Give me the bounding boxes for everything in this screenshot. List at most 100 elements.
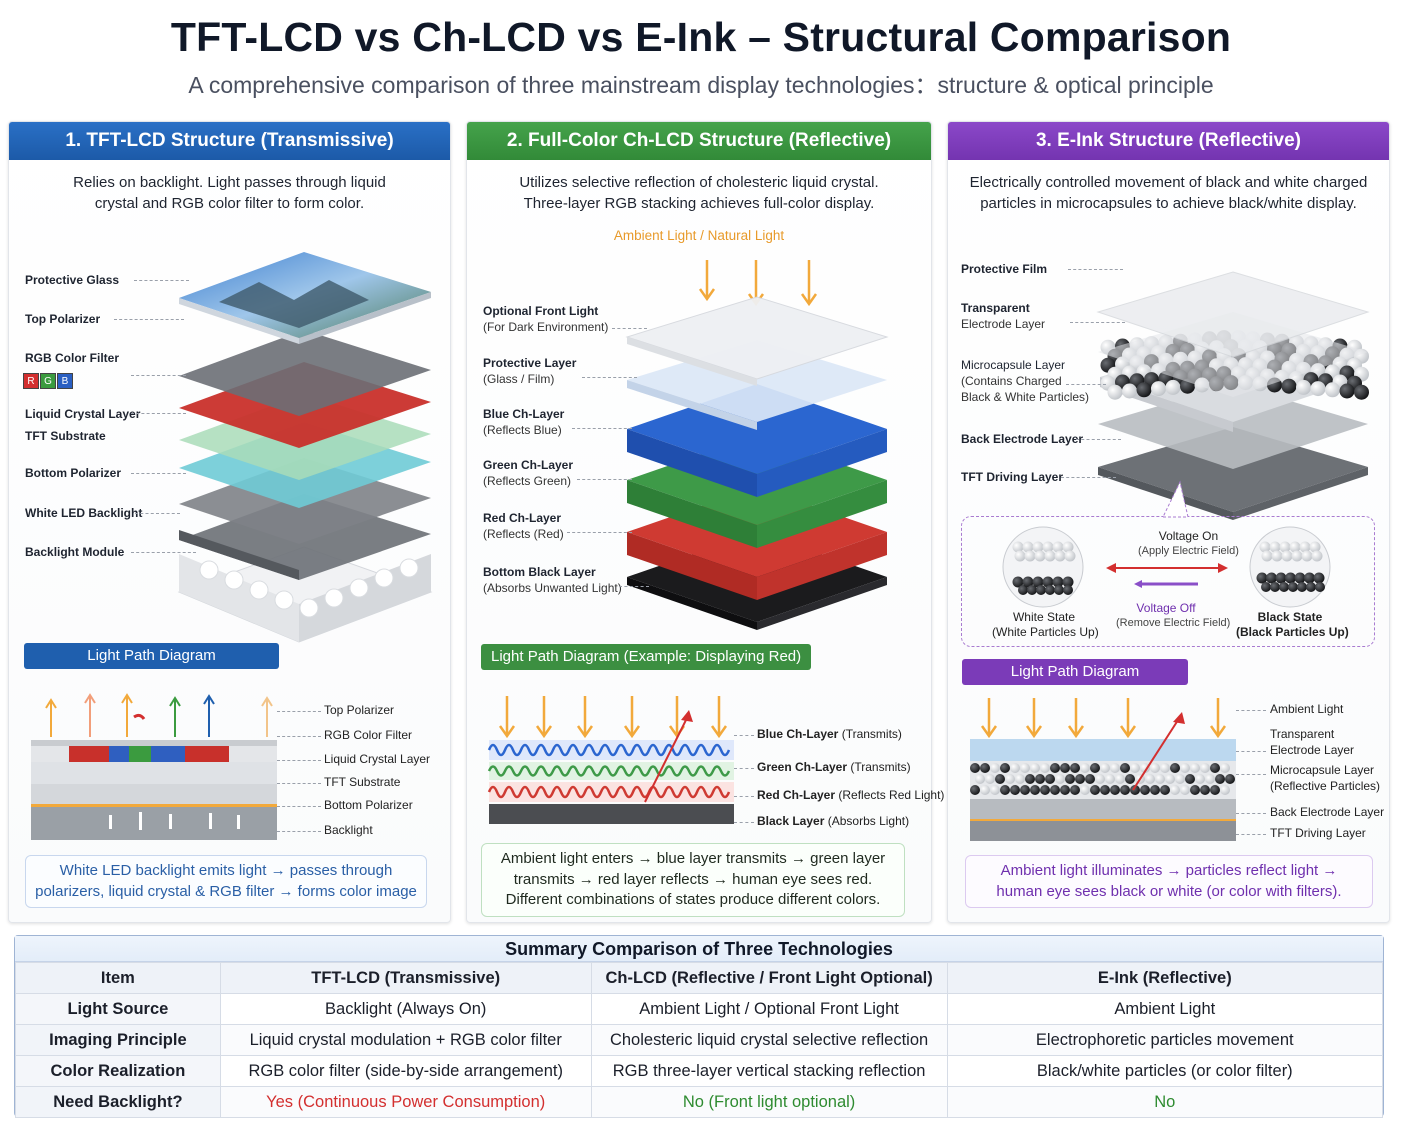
col-header: TFT-LCD (Transmissive) [219,962,592,994]
table-row: Light Source Backlight (Always On) Ambie… [15,993,1384,1025]
tft-dlabel-liquid-crystal: Liquid Crystal Layer [324,752,431,766]
label-tft-substrate: TFT Substrate [25,429,106,443]
tft-lcd-panel: 1. TFT-LCD Structure (Transmissive) Reli… [8,121,451,923]
table-cell: Electrophoretic particles movement [946,1024,1384,1056]
tft-summary-note: White LED backlight emits light → passes… [25,855,427,908]
rgb-chips: R G B [23,373,73,389]
leader-line [1066,384,1106,385]
ambient-light-label: Ambient Light / Natural Light [613,228,785,243]
particle [1107,384,1123,400]
label-red-ch-layer: Red Ch-Layer (Reflects (Red) [483,511,564,541]
leader-line [612,328,647,329]
ch-lcd-layer-stack [625,260,889,630]
leader-line [1236,751,1266,752]
table-header-row: Item TFT-LCD (Transmissive) Ch-LCD (Refl… [15,962,1384,994]
eink-dlabel-ambient: Ambient Light [1270,702,1344,716]
table-cell: Cholesteric liquid crystal selective ref… [590,1024,948,1056]
table-row: Need Backlight? Yes (Continuous Power Co… [15,1086,1384,1118]
label-protective-layer: Protective Layer (Glass / Film) [483,356,577,386]
leader-line [135,513,180,514]
label-rgb-color-filter: RGB Color Filter [25,351,120,365]
table-cell: RGB three-layer vertical stacking reflec… [590,1055,948,1087]
tft-dlabel-rgb-color-filter: RGB Color Filter [324,728,413,742]
table-cell: Black/white particles (or color filter) [946,1055,1384,1087]
leader-line [1236,813,1266,814]
col-header: E-Ink (Reflective) [946,962,1384,994]
eink-dlabel-back-electrode: Back Electrode Layer [1270,805,1385,819]
summary-table: Item TFT-LCD (Transmissive) Ch-LCD (Refl… [15,962,1384,1118]
leader-line [131,375,186,376]
leader-line [1061,477,1116,478]
label-microcapsule-layer: Microcapsule Layer (Contains Charged Bla… [961,358,1090,404]
ch-lcd-description: Utilizes selective reflection of cholest… [519,174,879,212]
leader-line [277,806,321,807]
label-optional-front-light: Optional Front Light (For Dark Environme… [483,304,609,334]
leader-line [131,473,186,474]
particle [1354,384,1369,400]
particle [1151,381,1166,397]
leader-line [131,552,196,553]
leader-line [1076,439,1121,440]
e-ink-description: Electrically controlled movement of blac… [969,174,1368,212]
leader-line [277,711,321,712]
label-protective-film: Protective Film [961,262,1048,276]
tft-dlabel-bottom-polarizer: Bottom Polarizer [324,798,413,812]
eink-dlabel-transparent: Transparent [1270,727,1335,741]
leader-line [277,736,321,737]
label-protective-glass: Protective Glass [25,273,120,287]
particle [1122,383,1137,399]
col-header: Ch-LCD (Reflective / Front Light Optiona… [590,962,948,994]
leader-line [567,532,632,533]
e-ink-heading: 3. E-Ink Structure (Reflective) [948,122,1389,160]
eink-dlabel-reflective: (Reflective Particles) [1270,779,1381,793]
voltage-off-label: Voltage Off (Remove Electric Field) [1116,601,1231,629]
eink-dlabel-electrode: Electrode Layer [1270,743,1355,757]
table-cell: Ambient Light [946,993,1384,1025]
leader-line [134,280,189,281]
label-blue-ch-layer: Blue Ch-Layer (Reflects Blue) [483,407,565,437]
ch-lcd-heading: 2. Full-Color Ch-LCD Structure (Reflecti… [467,122,931,160]
leader-line [1070,322,1125,323]
leader-line [1068,269,1123,270]
tft-lcd-layer-stack [177,252,433,643]
g-chip: G [40,373,56,389]
ch-dlabel-black: Black Layer (Absorbs Light) [757,814,910,828]
page-title: TFT-LCD vs Ch-LCD vs E-Ink – Structural … [170,14,1232,60]
summary-comparison: Summary Comparison of Three Technologies… [14,935,1384,1118]
leader-line [734,822,754,823]
table-cell: No (Front light optional) [590,1086,948,1118]
table-cell: Yes (Continuous Power Consumption) [219,1086,592,1118]
label-transparent-electrode: Transparent Electrode Layer [961,301,1046,331]
particle [1310,381,1326,397]
black-state-label: Black State (Black Particles Up) [1236,610,1349,639]
particle [1339,383,1355,399]
col-header: Item [15,962,221,994]
tft-lcd-description: Relies on backlight. Light passes throug… [73,174,386,212]
label-backlight-module: Backlight Module [25,545,125,559]
table-row: Color Realization RGB color filter (side… [15,1055,1384,1087]
ch-lcd-summary-note: Ambient light enters → blue layer transm… [481,843,905,917]
label-liquid-crystal-layer: Liquid Crystal Layer [25,407,141,421]
leader-line [277,760,321,761]
row-header: Imaging Principle [15,1024,221,1056]
leader-line [577,479,632,480]
table-row: Imaging Principle Liquid crystal modulat… [15,1024,1384,1056]
tft-lcd-heading: 1. TFT-LCD Structure (Transmissive) [9,122,450,160]
ch-lcd-panel: 2. Full-Color Ch-LCD Structure (Reflecti… [466,121,944,923]
label-tft-driving: TFT Driving Layer [961,470,1064,484]
tft-light-path-title: Light Path Diagram [24,643,279,669]
white-state-label: White State (White Particles Up) [992,610,1099,639]
row-header: Need Backlight? [15,1086,221,1118]
e-ink-light-path-title: Light Path Diagram [962,659,1188,685]
e-ink-summary-note: Ambient light illuminates → particles re… [965,855,1373,908]
leader-line [734,796,754,797]
leader-line [277,831,321,832]
ch-dlabel-red: Red Ch-Layer (Reflects Red Light) [757,788,945,802]
tft-dlabel-tft-substrate: TFT Substrate [324,775,401,789]
row-header: Light Source [15,993,221,1025]
ch-lcd-light-path-title: Light Path Diagram (Example: Displaying … [481,644,812,670]
particle [1325,382,1340,398]
leader-line [277,783,321,784]
leader-line [114,319,184,320]
leader-line [1236,834,1266,835]
